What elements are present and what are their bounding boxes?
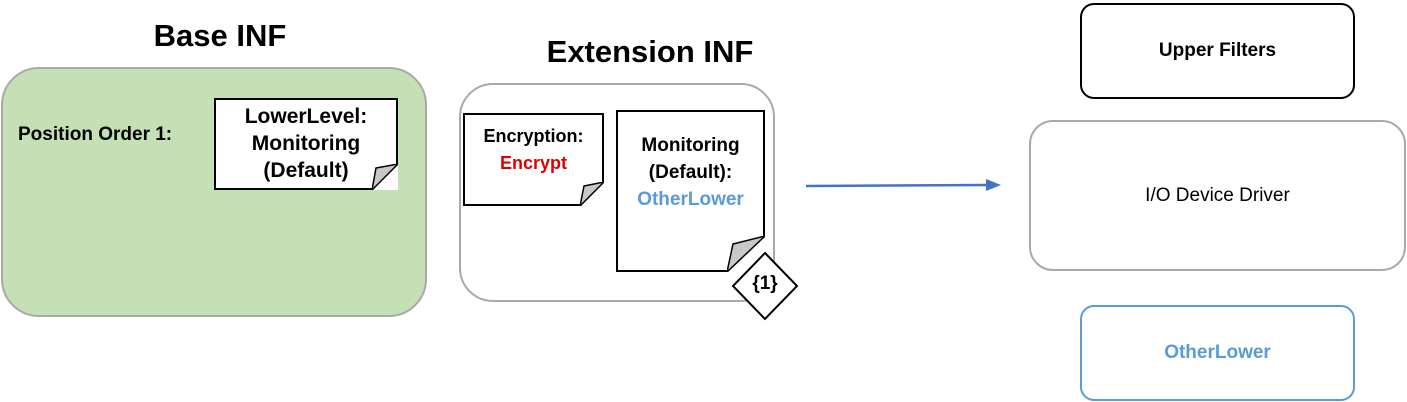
monitoring-line: Monitoring (641, 135, 740, 156)
page-fold-icon (372, 164, 398, 190)
device-driver-box: I/O Device Driver (1029, 120, 1406, 271)
order-badge-label: {1} (752, 273, 778, 294)
base-monitoring-note: LowerLevel: Monitoring (Default) (214, 98, 398, 190)
monitoring-note: Monitoring (Default): OtherLower (616, 110, 765, 272)
encryption-label: Encryption: (483, 126, 584, 146)
order-badge-diamond (731, 251, 799, 321)
page-fold-icon (580, 182, 604, 206)
upper-filters-box: Upper Filters (1080, 3, 1355, 99)
base-inf-title: Base INF (153, 18, 287, 53)
encryption-value: Encrypt (499, 153, 568, 173)
extension-inf-title: Extension INF (546, 34, 754, 69)
device-driver-label: I/O Device Driver (1145, 184, 1290, 206)
note-line: Monitoring (251, 132, 361, 155)
note-line: (Default) (263, 159, 349, 182)
encryption-note: Encryption: Encrypt (463, 113, 604, 206)
position-order-label: Position Order 1: (18, 124, 173, 145)
monitoring-value: OtherLower (637, 189, 744, 210)
monitoring-line: (Default): (648, 162, 733, 183)
arrow-icon (805, 179, 1001, 191)
upper-filters-label: Upper Filters (1158, 40, 1277, 61)
note-line: LowerLevel: (244, 105, 368, 128)
other-lower-label: OtherLower (1164, 342, 1271, 363)
other-lower-box: OtherLower (1080, 305, 1355, 401)
